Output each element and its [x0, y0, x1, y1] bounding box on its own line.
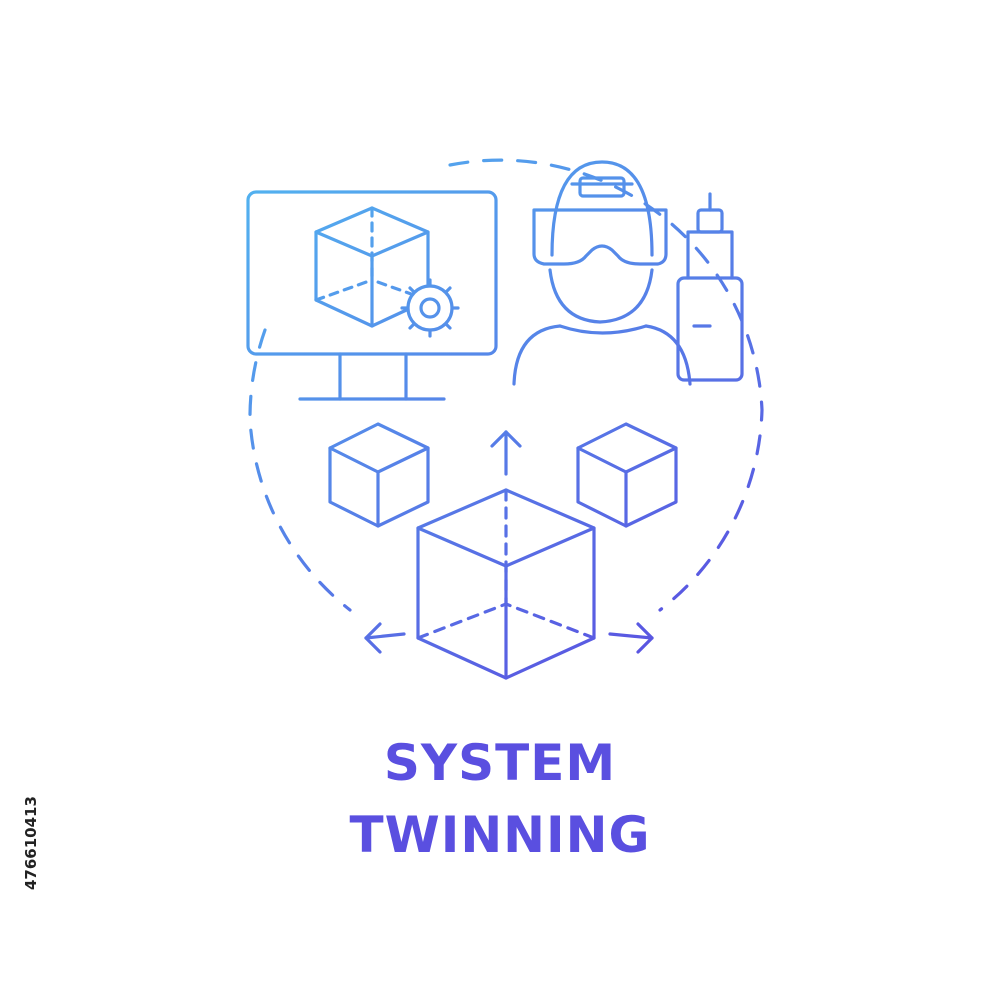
- small-cube-left-icon: [328, 422, 430, 528]
- caption-line-1: SYSTEM: [383, 734, 617, 792]
- battery-device-icon: [676, 192, 744, 382]
- large-cube-with-arrows-icon: [364, 430, 654, 680]
- cube-with-gear-icon: [314, 206, 460, 338]
- stock-id: 476610413: [22, 796, 40, 890]
- small-cube-right-icon: [576, 422, 678, 528]
- computer-monitor-icon: [246, 190, 498, 401]
- caption-line-2: TWINNING: [349, 806, 651, 864]
- vr-headset-person-icon: [512, 160, 692, 386]
